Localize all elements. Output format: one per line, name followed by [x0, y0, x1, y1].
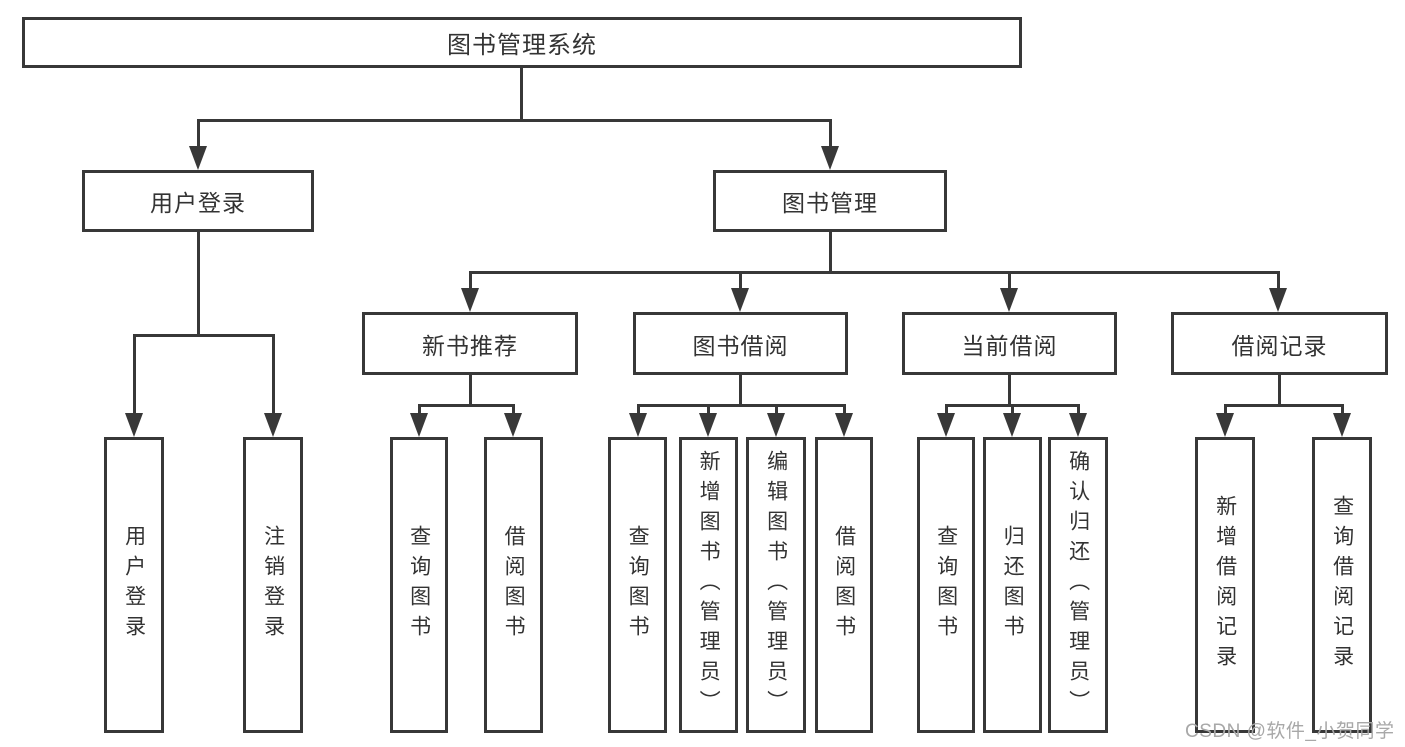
- connector-line: [133, 334, 136, 414]
- node-label: 图书管理系统: [447, 32, 597, 59]
- node-library-management-system: 图书管理系统: [22, 17, 1022, 68]
- connector-line: [197, 232, 200, 336]
- node-edit-books-admin: 编辑图书（管理员）: [746, 437, 806, 733]
- node-label: 借阅图书: [502, 525, 526, 645]
- arrow-down-icon: [1269, 288, 1287, 312]
- node-book-management: 图书管理: [713, 170, 947, 232]
- connector-line: [520, 68, 523, 120]
- node-label: 图书管理: [782, 190, 878, 216]
- arrow-down-icon: [1216, 413, 1234, 437]
- node-label: 注销登录: [261, 525, 285, 645]
- connector-line: [739, 271, 742, 289]
- csdn-watermark: CSDN @软件_小贺同学: [1185, 721, 1395, 742]
- connector-line: [1224, 404, 1343, 407]
- node-query-borrow-record: 查询借阅记录: [1312, 437, 1372, 733]
- node-label: 用户登录: [122, 525, 146, 645]
- arrow-down-icon: [189, 146, 207, 170]
- node-query-books-current: 查询图书: [917, 437, 975, 733]
- connector-line: [512, 404, 515, 415]
- node-user-login: 用户登录: [82, 170, 314, 232]
- arrow-down-icon: [410, 413, 428, 437]
- connector-line: [133, 334, 275, 337]
- connector-line: [829, 232, 832, 273]
- connector-line: [1341, 404, 1344, 415]
- node-label: 查询图书: [407, 525, 431, 645]
- connector-line: [1011, 404, 1014, 415]
- connector-line: [272, 334, 275, 414]
- connector-line: [469, 375, 472, 406]
- node-new-book-recommendation: 新书推荐: [362, 312, 578, 375]
- node-add-books-admin: 新增图书（管理员）: [679, 437, 738, 733]
- connector-line: [469, 271, 472, 289]
- arrow-down-icon: [699, 413, 717, 437]
- node-label: 编辑图书（管理员）: [764, 450, 788, 720]
- node-label: 图书借阅: [692, 332, 789, 359]
- connector-line: [637, 404, 640, 415]
- node-add-borrow-record: 新增借阅记录: [1195, 437, 1255, 733]
- node-borrow-books-borrowing: 借阅图书: [815, 437, 873, 733]
- arrow-down-icon: [1069, 413, 1087, 437]
- node-leaf-user-login: 用户登录: [104, 437, 164, 733]
- arrow-down-icon: [1000, 288, 1018, 312]
- node-label: 借阅记录: [1231, 332, 1328, 359]
- connector-line: [469, 271, 1280, 274]
- arrow-down-icon: [461, 288, 479, 312]
- node-leaf-logout: 注销登录: [243, 437, 303, 733]
- connector-line: [1008, 271, 1011, 289]
- node-query-books-recommend: 查询图书: [390, 437, 448, 733]
- connector-line: [418, 404, 515, 407]
- arrow-down-icon: [629, 413, 647, 437]
- connector-line: [637, 404, 845, 407]
- connector-line: [829, 119, 832, 148]
- node-borrowing-records: 借阅记录: [1171, 312, 1388, 375]
- connector-line: [1224, 404, 1227, 415]
- arrow-down-icon: [821, 146, 839, 170]
- connector-line: [707, 404, 710, 415]
- connector-line: [945, 404, 948, 415]
- node-current-borrowing: 当前借阅: [902, 312, 1117, 375]
- connector-line: [739, 375, 742, 406]
- connector-line: [1008, 375, 1011, 406]
- arrow-down-icon: [1003, 413, 1021, 437]
- connector-line: [1077, 404, 1080, 415]
- node-label: 新书推荐: [422, 332, 518, 359]
- node-return-books: 归还图书: [983, 437, 1042, 733]
- arrow-down-icon: [264, 413, 282, 437]
- arrow-down-icon: [835, 413, 853, 437]
- arrow-down-icon: [504, 413, 522, 437]
- node-label: 查询图书: [934, 525, 958, 645]
- node-label: 当前借阅: [961, 332, 1058, 359]
- node-label: 用户登录: [150, 190, 246, 216]
- arrow-down-icon: [125, 413, 143, 437]
- connector-line: [197, 119, 200, 148]
- connector-line: [418, 404, 421, 415]
- node-borrow-books-recommend: 借阅图书: [484, 437, 543, 733]
- arrow-down-icon: [731, 288, 749, 312]
- node-label: 借阅图书: [832, 525, 856, 645]
- node-query-books-borrowing: 查询图书: [608, 437, 667, 733]
- node-label: 确认归还（管理员）: [1066, 450, 1090, 720]
- connector-line: [843, 404, 846, 415]
- node-book-borrowing: 图书借阅: [633, 312, 848, 375]
- arrow-down-icon: [767, 413, 785, 437]
- node-confirm-return-admin: 确认归还（管理员）: [1048, 437, 1108, 733]
- connector-line: [1277, 271, 1280, 289]
- arrow-down-icon: [937, 413, 955, 437]
- connector-line: [775, 404, 778, 415]
- node-label: 查询图书: [626, 525, 650, 645]
- connector-line: [1278, 375, 1281, 406]
- connector-line: [197, 119, 831, 122]
- node-label: 查询借阅记录: [1330, 495, 1354, 675]
- arrow-down-icon: [1333, 413, 1351, 437]
- node-label: 新增借阅记录: [1213, 495, 1237, 675]
- node-label: 归还图书: [1001, 525, 1025, 645]
- node-label: 新增图书（管理员）: [697, 450, 721, 720]
